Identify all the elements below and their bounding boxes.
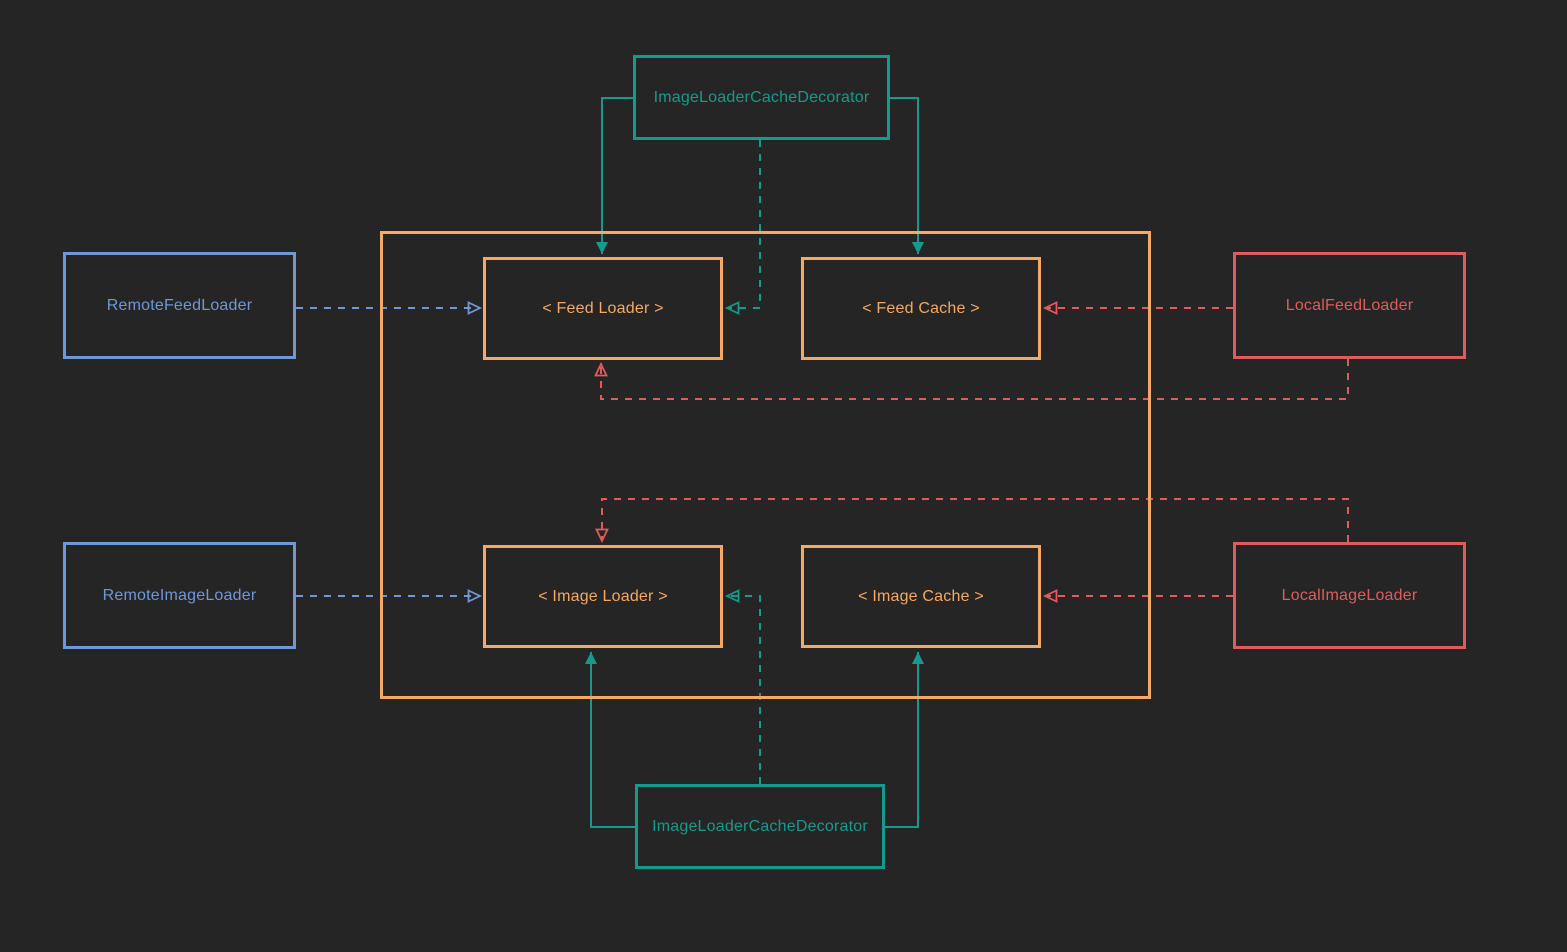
edge-bottom-decorator-to-image-loader-dashed[interactable] xyxy=(724,589,761,784)
node-feed-loader-protocol[interactable]: < Feed Loader > xyxy=(483,257,723,360)
node-image-loader-protocol[interactable]: < Image Loader > xyxy=(483,545,723,648)
edge-top-decorator-to-feed-loader-dashed[interactable] xyxy=(724,140,761,315)
node-label: < Feed Cache > xyxy=(862,299,980,317)
node-remote-image-loader[interactable]: RemoteImageLoader xyxy=(63,542,296,649)
node-label: < Image Loader > xyxy=(538,587,668,605)
composition-boundary-box[interactable] xyxy=(380,231,1151,699)
node-label: ImageLoaderCacheDecorator xyxy=(653,88,870,106)
node-label: RemoteFeedLoader xyxy=(106,296,253,314)
edge-bottom-decorator-to-image-cache[interactable] xyxy=(885,652,924,828)
node-image-loader-cache-decorator-bottom[interactable]: ImageLoaderCacheDecorator xyxy=(635,784,885,869)
node-local-feed-loader[interactable]: LocalFeedLoader xyxy=(1233,252,1466,359)
edge-bottom-decorator-to-image-loader[interactable] xyxy=(585,652,635,828)
node-label: < Image Cache > xyxy=(858,587,984,605)
node-label: < Feed Loader > xyxy=(542,299,664,317)
node-local-image-loader[interactable]: LocalImageLoader xyxy=(1233,542,1466,649)
node-feed-cache-protocol[interactable]: < Feed Cache > xyxy=(801,257,1041,360)
node-label: ImageLoaderCacheDecorator xyxy=(652,817,868,835)
edge-top-decorator-to-feed-loader[interactable] xyxy=(596,97,633,254)
node-image-loader-cache-decorator-top[interactable]: ImageLoaderCacheDecorator xyxy=(633,55,890,140)
node-image-cache-protocol[interactable]: < Image Cache > xyxy=(801,545,1041,648)
node-label: LocalFeedLoader xyxy=(1285,296,1414,314)
edge-local-feed-loader-to-feed-loader[interactable] xyxy=(594,359,1349,400)
node-label: LocalImageLoader xyxy=(1281,586,1418,604)
edge-top-decorator-to-feed-cache[interactable] xyxy=(890,97,924,254)
node-label: RemoteImageLoader xyxy=(102,586,257,604)
node-remote-feed-loader[interactable]: RemoteFeedLoader xyxy=(63,252,296,359)
